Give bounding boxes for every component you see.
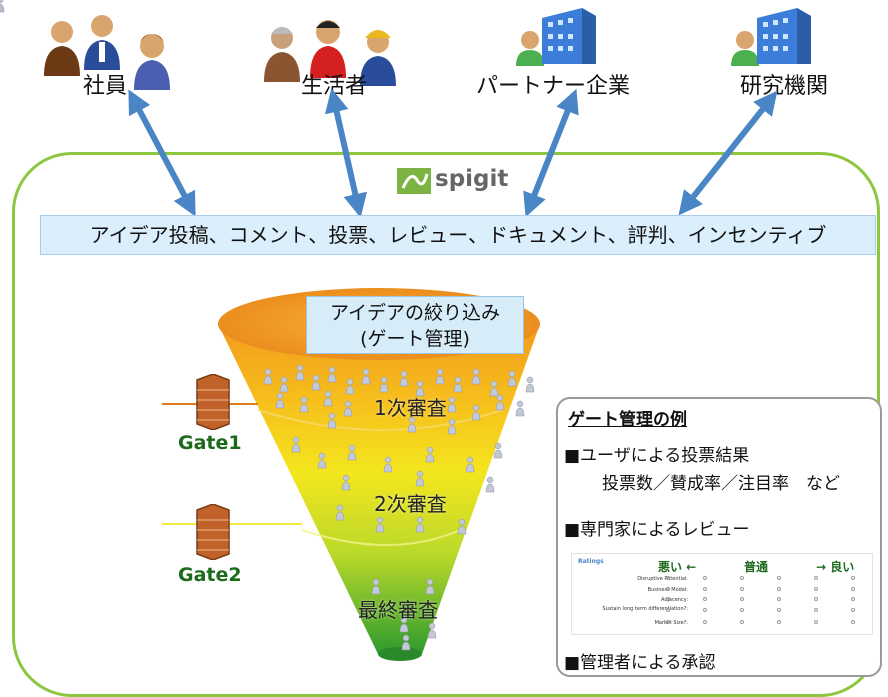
rating-radio[interactable] <box>777 576 781 580</box>
gate-label-2: Gate2 <box>178 564 242 586</box>
company-icon <box>516 8 596 66</box>
gate-wall-icon <box>196 504 230 560</box>
stage-second-review: 2次審査 <box>374 492 447 516</box>
rating-radio[interactable] <box>740 576 744 580</box>
rating-radio[interactable] <box>851 597 855 601</box>
funnel-title-line1: アイデアの絞り込み <box>329 302 501 324</box>
rating-radio[interactable] <box>851 587 855 591</box>
stage-first-review: 1次審査 <box>374 396 447 420</box>
rating-radio[interactable] <box>703 608 707 612</box>
spigit-logo-text: spigit <box>435 166 509 192</box>
people-icon <box>264 20 396 86</box>
rating-radio[interactable] <box>666 608 670 612</box>
panel-item-expert-review: ■専門家によるレビュー <box>564 520 750 540</box>
group-label-employees: 社員 <box>83 74 128 99</box>
arrow-partners <box>523 88 579 218</box>
rating-row-label: Sustain long term differentiation?: <box>602 606 688 612</box>
funnel-title: アイデアの絞り込み (ゲート管理) <box>306 296 524 354</box>
rating-radio[interactable] <box>777 587 781 591</box>
ratings-bad-label: 悪い ← <box>658 560 697 574</box>
rating-radio[interactable] <box>814 608 818 612</box>
people-icon <box>44 15 170 90</box>
rating-radio[interactable] <box>777 608 781 612</box>
rating-row-label: Market Size?: <box>654 620 688 626</box>
rating-radio[interactable] <box>666 576 670 580</box>
rating-radio[interactable] <box>814 620 818 624</box>
rating-radio[interactable] <box>703 597 707 601</box>
feature-banner: アイデア投稿、コメント、投票、レビュー、ドキュメント、評判、インセンティブ <box>40 215 876 255</box>
rating-radio[interactable] <box>777 620 781 624</box>
rating-radio[interactable] <box>814 587 818 591</box>
funnel-title-line2: (ゲート管理) <box>360 328 470 350</box>
rating-radio[interactable] <box>851 620 855 624</box>
rating-radio[interactable] <box>666 620 670 624</box>
arrow-employees <box>128 89 196 217</box>
rating-radio[interactable] <box>740 597 744 601</box>
rating-radio[interactable] <box>740 620 744 624</box>
ratings-form: Ratings 悪い ← 普通 → 良い Disruptive Potentia… <box>571 553 873 635</box>
arrow-research <box>678 90 778 216</box>
rating-radio[interactable] <box>851 608 855 612</box>
panel-item-votes: ■ユーザによる投票結果 <box>564 446 750 466</box>
rating-radio[interactable] <box>814 576 818 580</box>
gate-label-1: Gate1 <box>178 432 242 454</box>
rating-radio[interactable] <box>740 587 744 591</box>
gate-management-panel: ゲート管理の例 ■ユーザによる投票結果 投票数／賛成率／注目率 など ■専門家に… <box>556 397 882 677</box>
ratings-label: Ratings <box>578 558 604 565</box>
rating-radio[interactable] <box>666 597 670 601</box>
gate-wall-icon <box>196 374 230 430</box>
rating-radio[interactable] <box>703 587 707 591</box>
rating-row-label: Adjacency: <box>661 597 688 603</box>
arrow-consumers <box>324 88 368 218</box>
connection-arrows <box>128 88 778 218</box>
rating-radio[interactable] <box>703 576 707 580</box>
rating-row-label: Business Model: <box>647 587 688 593</box>
spigit-logo-icon <box>397 168 431 194</box>
ratings-good-label: → 良い <box>816 560 855 574</box>
panel-item-admin-approval: ■管理者による承認 <box>564 653 716 673</box>
rating-radio[interactable] <box>703 620 707 624</box>
institution-icon <box>731 8 811 66</box>
rating-radio[interactable] <box>740 608 744 612</box>
rating-radio[interactable] <box>666 587 670 591</box>
ratings-neutral-label: 普通 <box>744 560 769 574</box>
panel-title: ゲート管理の例 <box>568 410 687 430</box>
rating-radio[interactable] <box>777 597 781 601</box>
panel-item-votes-detail: 投票数／賛成率／注目率 など <box>602 474 840 494</box>
rating-radio[interactable] <box>814 597 818 601</box>
stage-final-review: 最終審査 <box>358 598 438 622</box>
rating-radio[interactable] <box>851 576 855 580</box>
rating-row-label: Disruptive Potential: <box>637 576 688 582</box>
